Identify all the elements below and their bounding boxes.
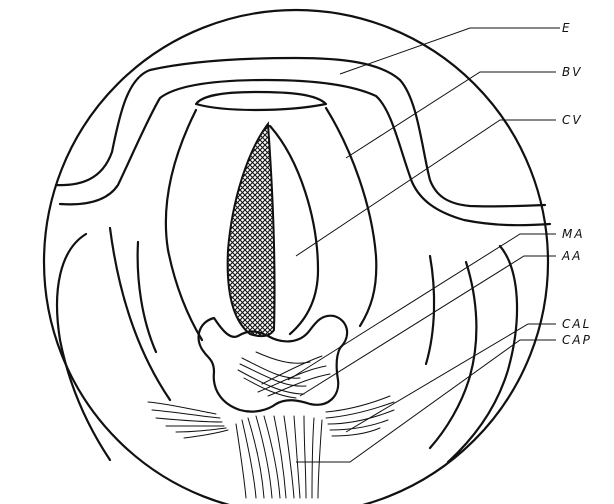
label-AA: AA	[561, 249, 582, 263]
epiglottis-inner-outline	[60, 80, 550, 225]
aryepiglottic-fold-right-outer	[448, 246, 517, 462]
posterior-commissure-fibers	[236, 416, 322, 498]
vestibular-fold-left	[166, 110, 202, 340]
cartilage-left-strokes	[148, 402, 228, 438]
aryepiglottic-fold-left-inner	[110, 228, 170, 400]
leader-MA	[288, 234, 556, 380]
arytenoid-hatching	[238, 352, 330, 398]
label-CAL: CAL	[562, 317, 591, 331]
leader-BV	[346, 72, 556, 158]
leader-AA	[300, 256, 556, 396]
vestibular-fold-right	[326, 108, 376, 326]
glottis-left-hatched	[228, 124, 275, 336]
vocal-cord-right	[270, 126, 318, 334]
epiglottis-lip	[196, 92, 326, 110]
field-of-view-circle	[44, 10, 548, 504]
cartilage-right-strokes	[326, 396, 394, 436]
label-E: E	[562, 21, 572, 35]
label-CAP: CAP	[562, 333, 592, 347]
label-BV: BV	[562, 65, 582, 79]
leader-CAP	[296, 340, 556, 462]
label-CV: CV	[562, 113, 583, 127]
label-MA: MA	[562, 227, 585, 241]
leader-lines	[288, 28, 560, 462]
pyriform-edge-right	[426, 256, 434, 364]
pyriform-edge-left	[138, 242, 156, 352]
aryepiglottic-fold-left-outer	[57, 234, 110, 460]
